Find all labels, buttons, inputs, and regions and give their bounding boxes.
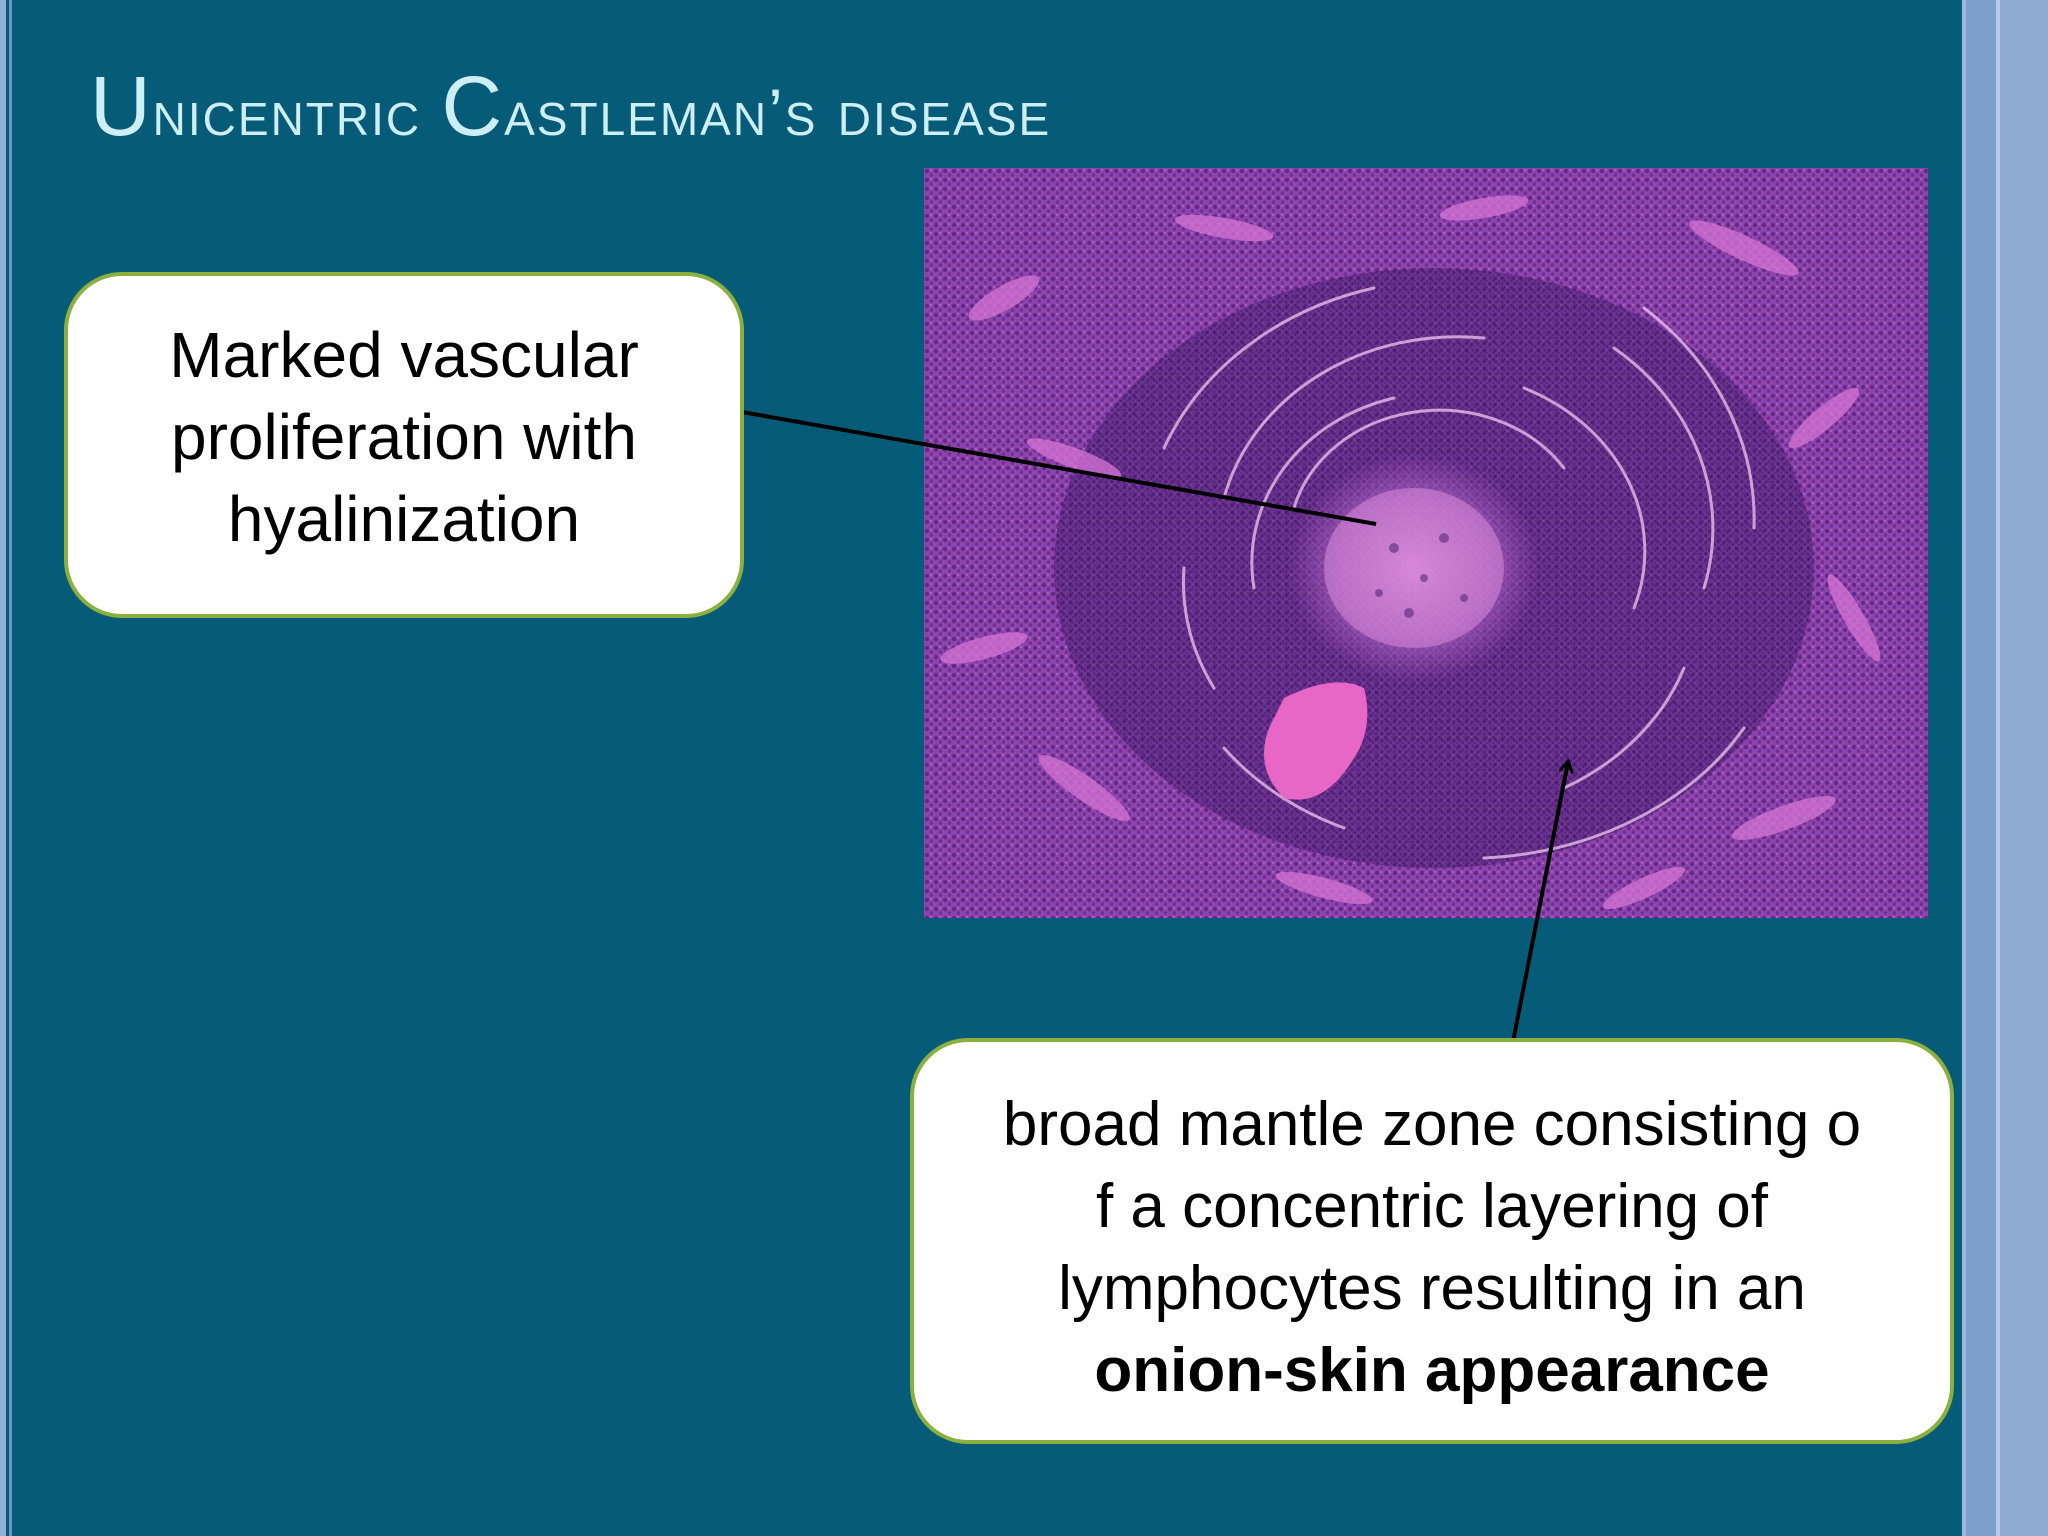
right-edge-bar <box>1996 0 2000 1536</box>
callout-text-line: Marked vascular <box>169 319 639 391</box>
callout-text-line: broad mantle zone consisting o <box>1002 1090 1862 1159</box>
callout-text-line: hyalinization <box>227 483 581 555</box>
right-edge-bar <box>1966 0 1996 1536</box>
histology-micrograph-icon <box>924 168 1928 918</box>
left-edge-bar <box>0 0 6 1536</box>
right-edge-bar <box>1962 0 1966 1536</box>
callout-vascular-proliferation: Marked vascular proliferation with hyali… <box>64 272 744 618</box>
right-edge-bar <box>2000 0 2048 1536</box>
callout-mantle-zone: broad mantle zone consisting o f a conce… <box>910 1038 1954 1444</box>
callout-text-line: lymphocytes resulting in an <box>1058 1254 1806 1323</box>
left-edge-bar-thin <box>9 0 12 1536</box>
callout-emphasis-text: onion-skin appearance <box>1094 1336 1770 1405</box>
slide-title: Unicentric Castleman’s disease <box>90 59 1052 153</box>
callout-text-line: proliferation with <box>171 401 637 473</box>
callout-text-line: f a concentric layering of <box>1095 1172 1768 1241</box>
